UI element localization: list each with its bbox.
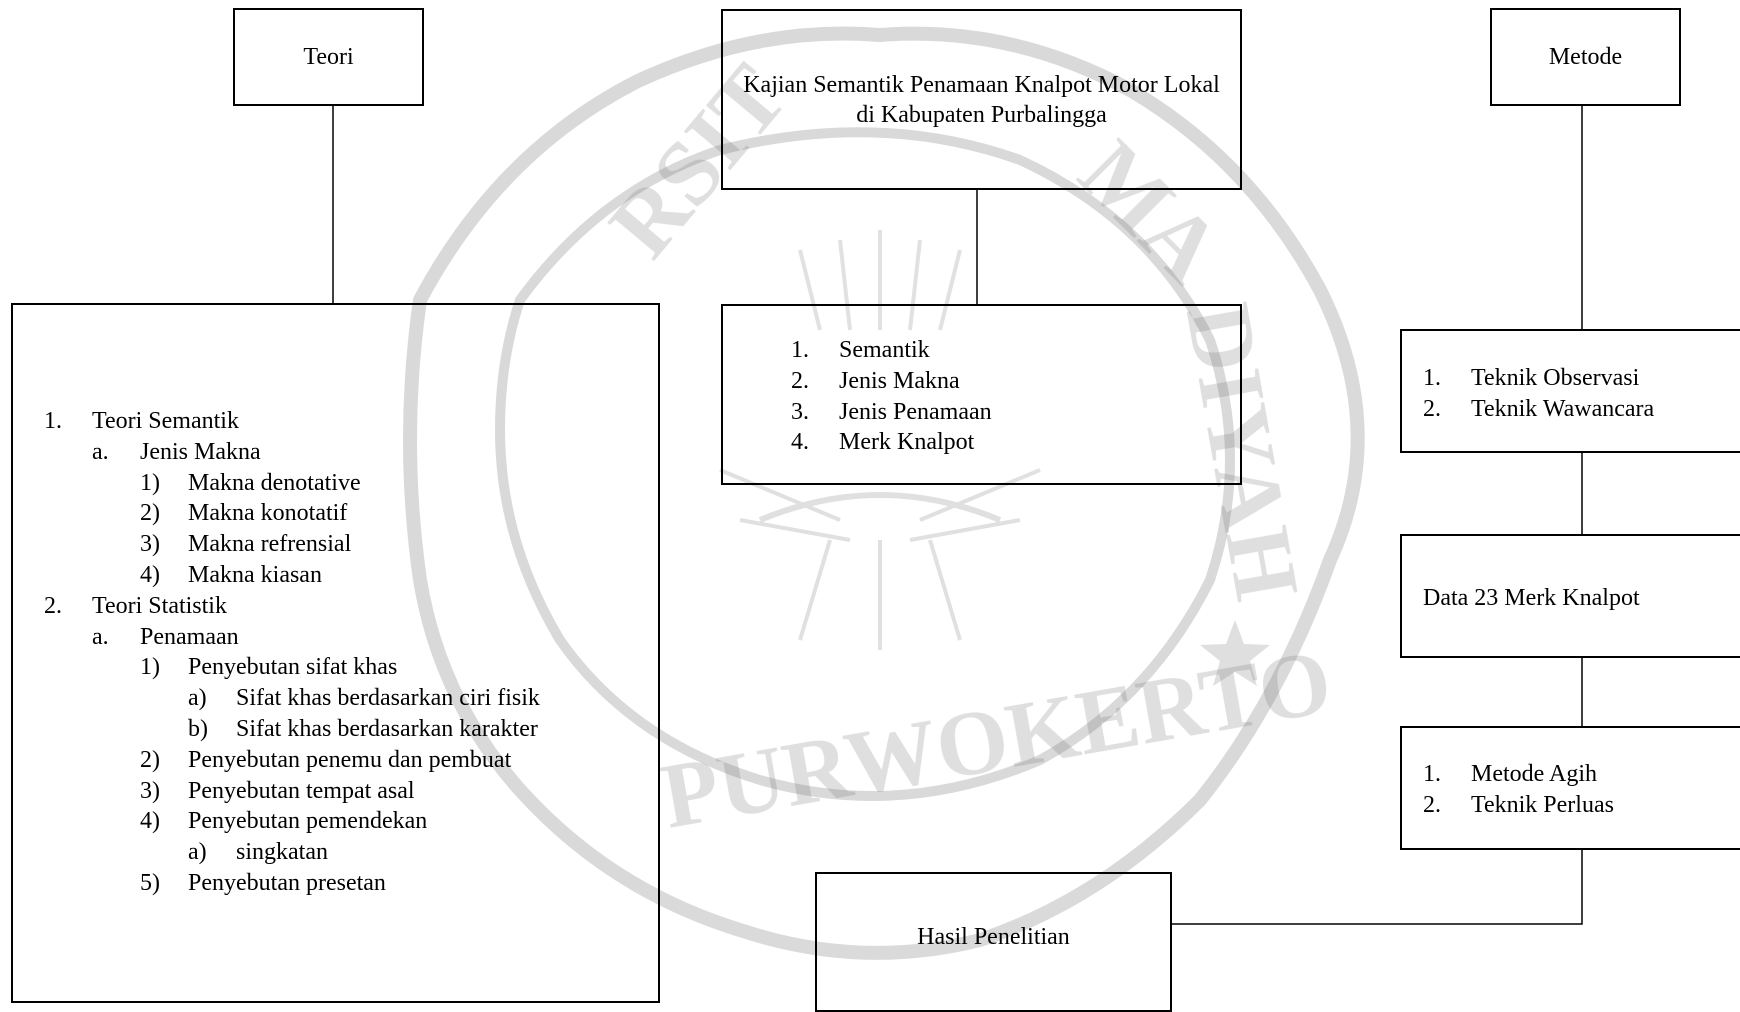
list-item: 2)Makna konotatif	[140, 500, 348, 527]
list-item: 3.Jenis Penamaan	[791, 398, 992, 425]
watermark-star-icon	[1200, 620, 1270, 686]
list-item: a.Penamaan	[92, 623, 239, 650]
list-item: 1.Metode Agih	[1423, 761, 1597, 787]
list-item: 1)Penyebutan sifat khas	[140, 654, 398, 681]
list-item: 2.Teknik Perluas	[1423, 791, 1614, 818]
list-item: 2.Teori Statistik	[44, 592, 227, 619]
metode-list: 1.Metode Agih 2.Teknik Perluas	[1423, 759, 1614, 821]
data-text: Data 23 Merk Knalpot	[1423, 585, 1640, 611]
center-list-box: 1.Semantik 2.Jenis Makna 3.Jenis Penamaa…	[721, 304, 1242, 485]
list-item: a)Sifat khas berdasarkan ciri fisik	[188, 685, 540, 712]
list-item: 3)Makna refrensial	[140, 531, 352, 558]
list-item: 1.Semantik	[791, 337, 930, 363]
teknik-box: 1.Teknik Observasi 2.Teknik Wawancara	[1400, 329, 1740, 453]
data-box: Data 23 Merk Knalpot	[1400, 534, 1740, 658]
metode-box: Metode	[1490, 8, 1681, 106]
main-title-box: Kajian Semantik Penamaan Knalpot Motor L…	[721, 9, 1242, 190]
main-title: Kajian Semantik Penamaan Knalpot Motor L…	[743, 71, 1220, 128]
list-item: 1.Teori Semantik	[44, 408, 239, 434]
metode-list-box: 1.Metode Agih 2.Teknik Perluas	[1400, 726, 1740, 850]
teknik-list: 1.Teknik Observasi 2.Teknik Wawancara	[1423, 363, 1654, 425]
list-item: 2)Penyebutan penemu dan pembuat	[140, 746, 512, 773]
list-item: a)singkatan	[188, 839, 328, 866]
teori-title: Teori	[303, 43, 354, 70]
list-item: 4)Makna kiasan	[140, 561, 322, 588]
list-item: a.Jenis Makna	[92, 438, 261, 465]
list-item: 2.Jenis Makna	[791, 367, 960, 394]
metode-title: Metode	[1548, 43, 1623, 70]
list-item: 2.Teknik Wawancara	[1423, 395, 1655, 422]
teori-list: 1.Teori Semantik a.Jenis Makna 1)Makna d…	[44, 406, 540, 899]
connector-metode-list-to-hasil	[1172, 849, 1583, 925]
hasil-box: Hasil Penelitian	[815, 872, 1172, 1012]
list-item: 5)Penyebutan presetan	[140, 869, 386, 896]
center-list: 1.Semantik 2.Jenis Makna 3.Jenis Penamaa…	[791, 335, 992, 458]
list-item: 1)Makna denotative	[140, 469, 361, 496]
list-item: b)Sifat khas berdasarkan karakter	[188, 715, 538, 742]
teori-box: Teori	[233, 8, 424, 106]
teori-list-box: 1.Teori Semantik a.Jenis Makna 1)Makna d…	[11, 303, 660, 1003]
list-item: 4)Penyebutan pemendekan	[140, 808, 428, 835]
list-item: 3)Penyebutan tempat asal	[140, 777, 415, 804]
list-item: 1.Teknik Observasi	[1423, 365, 1640, 391]
list-item: 4.Merk Knalpot	[791, 429, 975, 456]
hasil-text: Hasil Penelitian	[917, 924, 1070, 950]
